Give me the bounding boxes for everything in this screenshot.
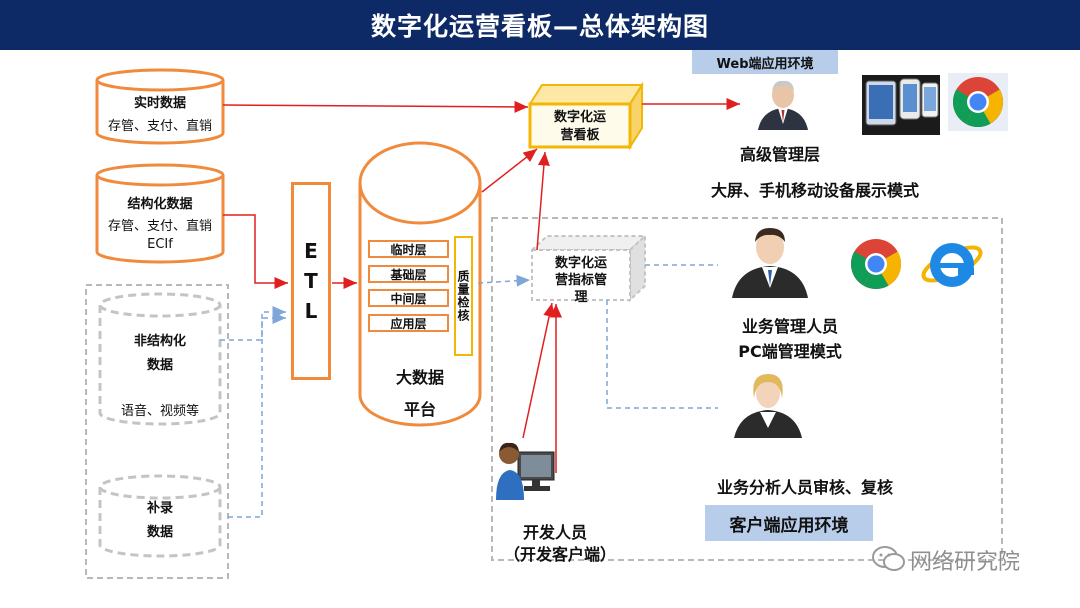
mobile-devices-icon: [862, 75, 940, 135]
etl-letter-l: L: [304, 299, 318, 323]
chrome-icon: [948, 73, 1008, 131]
watermark-text: 网络研究院: [910, 550, 1021, 575]
realtime-data-detail: 存管、支付、直销: [107, 119, 212, 134]
chrome-icon: [850, 239, 902, 289]
layer-temp: 临时层: [368, 240, 449, 258]
layer-middle: 中间层: [368, 289, 449, 307]
layer-application: 应用层: [368, 314, 449, 332]
etl-box: E T L: [291, 182, 331, 380]
web-role-label: 高级管理层: [739, 145, 820, 164]
etl-letter-t: T: [304, 269, 318, 293]
client-env-group-box: [491, 217, 1003, 561]
dashboard-label-line2: 营看板: [560, 128, 600, 143]
wechat-icon: [872, 546, 905, 571]
bigdata-title-line1: 大数据: [395, 368, 444, 387]
realtime-data-cylinder: [95, 68, 225, 145]
page-title: 数字化运营看板—总体架构图: [0, 0, 1080, 50]
structured-data-detail2: ECIf: [147, 237, 173, 252]
indicator-label-line1: 数字化运: [554, 256, 607, 271]
layer-base: 基础层: [368, 265, 449, 283]
indicator-label-line3: 理: [574, 290, 588, 305]
unstructured-group-box: [85, 284, 229, 579]
supplement-data-cylinder: [98, 474, 222, 558]
bigdata-title-line2: 平台: [403, 400, 436, 419]
quality-check-box: 质量检核: [454, 236, 473, 356]
internet-explorer-icon: [921, 243, 983, 287]
developer-label-line2: （开发客户端）: [503, 545, 616, 564]
indicator-3d-box: [529, 233, 648, 303]
developer-avatar: [496, 442, 555, 500]
indicator-label-line2: 营指标管: [554, 273, 607, 288]
executive-avatar: [758, 80, 808, 130]
structured-data-cylinder: [95, 163, 225, 264]
business-analyst-role: 业务分析人员审核、复核: [716, 478, 893, 497]
supplement-data-title-line2: 数据: [146, 525, 173, 540]
client-env-label: 客户端应用环境: [705, 505, 873, 541]
structured-data-detail: 存管、支付、直销: [107, 219, 212, 234]
structured-data-title: 结构化数据: [127, 197, 193, 212]
unstructured-data-cylinder: [98, 292, 222, 426]
dashboard-label-line1: 数字化运: [553, 110, 606, 125]
dashboard-3d-box: [528, 81, 644, 151]
business-manager-role-line1: 业务管理人员: [741, 317, 838, 336]
etl-letter-e: E: [304, 239, 318, 263]
realtime-data-title: 实时数据: [133, 96, 186, 111]
unstructured-data-title-line2: 数据: [146, 358, 173, 373]
supplement-data-title-line1: 补录: [146, 501, 173, 516]
unstructured-data-title-line1: 非结构化: [133, 334, 186, 349]
web-env-label: Web端应用环境: [692, 50, 838, 74]
business-analyst-avatar: [734, 374, 802, 438]
unstructured-data-detail: 语音、视频等: [120, 404, 199, 419]
business-manager-avatar: [732, 228, 808, 298]
business-manager-role-line2: PC端管理模式: [738, 342, 842, 361]
developer-label-line1: 开发人员: [522, 523, 587, 542]
web-mode-label: 大屏、手机移动设备展示模式: [710, 181, 919, 200]
